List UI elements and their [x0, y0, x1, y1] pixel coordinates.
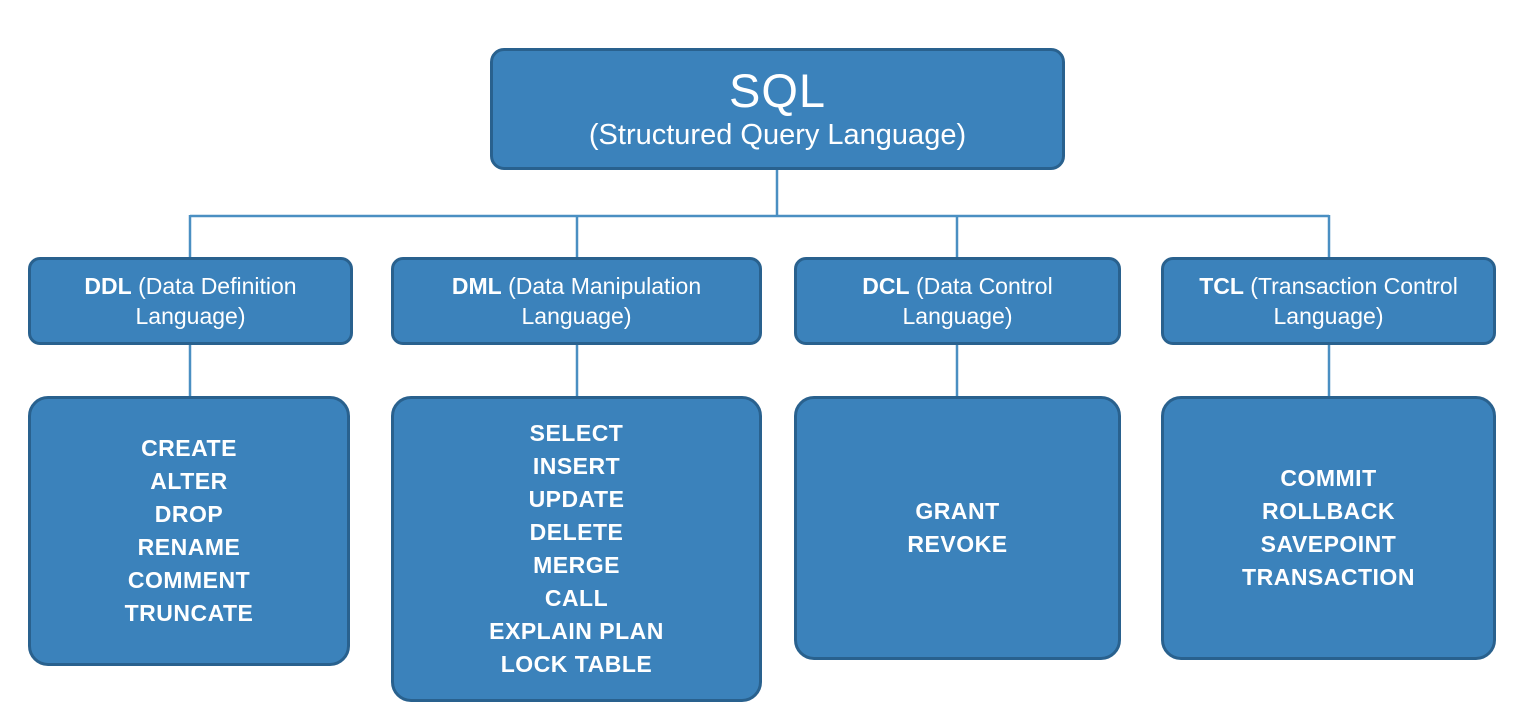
- tcl-fullname: (Transaction Control Language): [1250, 273, 1458, 329]
- command-label: EXPLAIN PLAN: [489, 618, 664, 644]
- root-title: SQL: [728, 64, 827, 117]
- ddl-commands-node: CREATE ALTER DROP RENAME COMMENT TRUNCAT…: [28, 396, 350, 666]
- sql-root-node: SQL (Structured Query Language): [490, 48, 1065, 170]
- tcl-header-label: TCL (Transaction Control Language): [1186, 271, 1471, 331]
- command-label: SELECT: [529, 420, 624, 446]
- command-label: RENAME: [137, 534, 241, 560]
- command-label: GRANT: [915, 498, 1000, 524]
- command-label: COMMIT: [1280, 465, 1377, 491]
- command-label: REVOKE: [907, 531, 1008, 557]
- dml-header-node: DML (Data Manipulation Language): [391, 257, 762, 345]
- command-label: LOCK TABLE: [500, 651, 653, 677]
- command-label: ALTER: [150, 468, 228, 494]
- ddl-fullname: (Data Definition Language): [135, 273, 297, 329]
- dml-header-label: DML (Data Manipulation Language): [416, 271, 737, 331]
- dml-commands-node: SELECT INSERT UPDATE DELETE MERGE CALL E…: [391, 396, 762, 702]
- command-label: ROLLBACK: [1261, 498, 1396, 524]
- ddl-header-label: DDL (Data Definition Language): [53, 271, 328, 331]
- command-label: INSERT: [532, 453, 621, 479]
- command-label: COMMENT: [127, 567, 251, 593]
- tcl-abbr: TCL: [1199, 273, 1244, 299]
- command-label: CALL: [544, 585, 609, 611]
- command-label: TRUNCATE: [124, 600, 254, 626]
- ddl-header-node: DDL (Data Definition Language): [28, 257, 353, 345]
- dml-abbr: DML: [451, 273, 502, 299]
- command-label: CREATE: [141, 435, 237, 461]
- dcl-header-node: DCL (Data Control Language): [794, 257, 1121, 345]
- tcl-commands-node: COMMIT ROLLBACK SAVEPOINT TRANSACTION: [1161, 396, 1496, 660]
- dcl-abbr: DCL: [862, 273, 910, 299]
- command-label: DELETE: [529, 519, 624, 545]
- command-label: TRANSACTION: [1242, 564, 1415, 590]
- command-label: DROP: [154, 501, 224, 527]
- dcl-commands-node: GRANT REVOKE: [794, 396, 1121, 660]
- ddl-abbr: DDL: [84, 273, 132, 299]
- root-subtitle: (Structured Query Language): [588, 119, 967, 151]
- command-label: UPDATE: [528, 486, 625, 512]
- tcl-header-node: TCL (Transaction Control Language): [1161, 257, 1496, 345]
- command-label: MERGE: [533, 552, 620, 578]
- dcl-header-label: DCL (Data Control Language): [819, 271, 1096, 331]
- dml-fullname: (Data Manipulation Language): [508, 273, 702, 329]
- dcl-fullname: (Data Control Language): [902, 273, 1053, 329]
- command-label: SAVEPOINT: [1260, 531, 1397, 557]
